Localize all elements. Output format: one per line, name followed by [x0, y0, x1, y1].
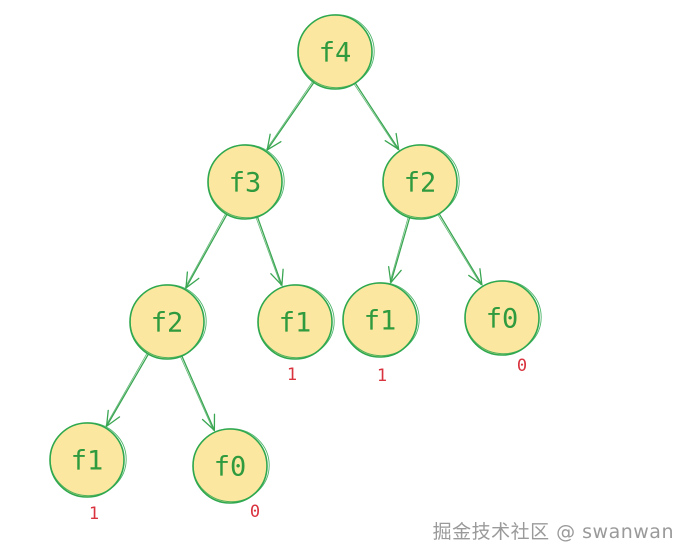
node-circle-sketch: [342, 282, 420, 357]
edge-line-sketch: [184, 211, 227, 288]
arrow-head: [105, 409, 121, 428]
return-value-label: 1: [377, 366, 387, 386]
node-label: f2: [151, 308, 184, 339]
node-f0: f0: [192, 428, 270, 504]
watermark: 掘金技术社区 @ swanwan: [432, 521, 674, 543]
node-f2: f2: [129, 284, 207, 360]
node-circle-sketch: [192, 428, 270, 503]
edge-n3-n7: [436, 211, 483, 286]
edge-n3-n6: [388, 215, 411, 285]
edge-line-sketch: [266, 79, 315, 150]
arrow-head: [270, 268, 284, 287]
edge-line: [390, 215, 411, 283]
return-value-label: 1: [287, 365, 297, 385]
node-label: f1: [71, 446, 104, 477]
edge-line: [256, 214, 283, 286]
edge-n4-n9: [179, 353, 216, 432]
node-f3: f3: [207, 144, 285, 220]
arrow-head: [384, 132, 400, 151]
edge-line: [353, 80, 400, 150]
node-f4: f4: [297, 14, 375, 90]
return-value-label: 1: [89, 504, 99, 524]
node-f1: f1: [49, 422, 127, 498]
node-label: f0: [486, 304, 519, 335]
node-label: f3: [229, 168, 262, 199]
edge-line: [180, 353, 215, 431]
return-values: 1 1 0 1 0: [89, 356, 527, 524]
edge-line: [266, 80, 316, 151]
node-label: f1: [364, 306, 397, 337]
edge-line-sketch: [179, 354, 214, 431]
node-label: f1: [279, 308, 312, 339]
arrow-head: [185, 271, 200, 290]
node-f1: f1: [342, 282, 420, 358]
node-circle-sketch: [297, 14, 375, 89]
node-f2: f2: [382, 144, 460, 220]
nodes: f4 f3 f2 f2 f1 f1 f0 f1 f0: [49, 14, 542, 504]
edge-n1-n2: [266, 79, 316, 152]
edge-line-sketch: [352, 81, 399, 151]
node-circle-sketch: [49, 422, 127, 497]
edge-line: [437, 211, 483, 285]
edge-n2-n5: [254, 214, 284, 287]
node-circle-sketch: [382, 144, 460, 219]
node-circle-sketch: [207, 144, 285, 219]
edge-line-sketch: [105, 351, 149, 426]
node-label: f0: [214, 452, 247, 483]
node-circle-sketch: [257, 284, 335, 359]
arrow-head: [388, 266, 402, 285]
edge-line-sketch: [254, 215, 282, 286]
return-value-label: 0: [517, 356, 527, 376]
node-label: f2: [404, 168, 437, 199]
node-f0: f0: [464, 280, 542, 356]
node-circle-sketch: [464, 280, 542, 355]
edge-line: [105, 351, 151, 427]
arrow-head: [266, 133, 282, 152]
return-value-label: 0: [250, 502, 260, 522]
edge-line-sketch: [389, 215, 410, 283]
edge-n2-n4: [184, 211, 229, 290]
node-circle-sketch: [129, 284, 207, 359]
arrow-head: [468, 268, 483, 286]
node-f1: f1: [257, 284, 335, 360]
edge-n4-n8: [105, 351, 151, 428]
edge-n1-n3: [352, 80, 400, 151]
node-label: f4: [319, 38, 352, 69]
edge-line-sketch: [436, 212, 482, 286]
edges: [105, 79, 483, 432]
arrow-head: [201, 413, 216, 432]
edge-line: [185, 212, 229, 289]
